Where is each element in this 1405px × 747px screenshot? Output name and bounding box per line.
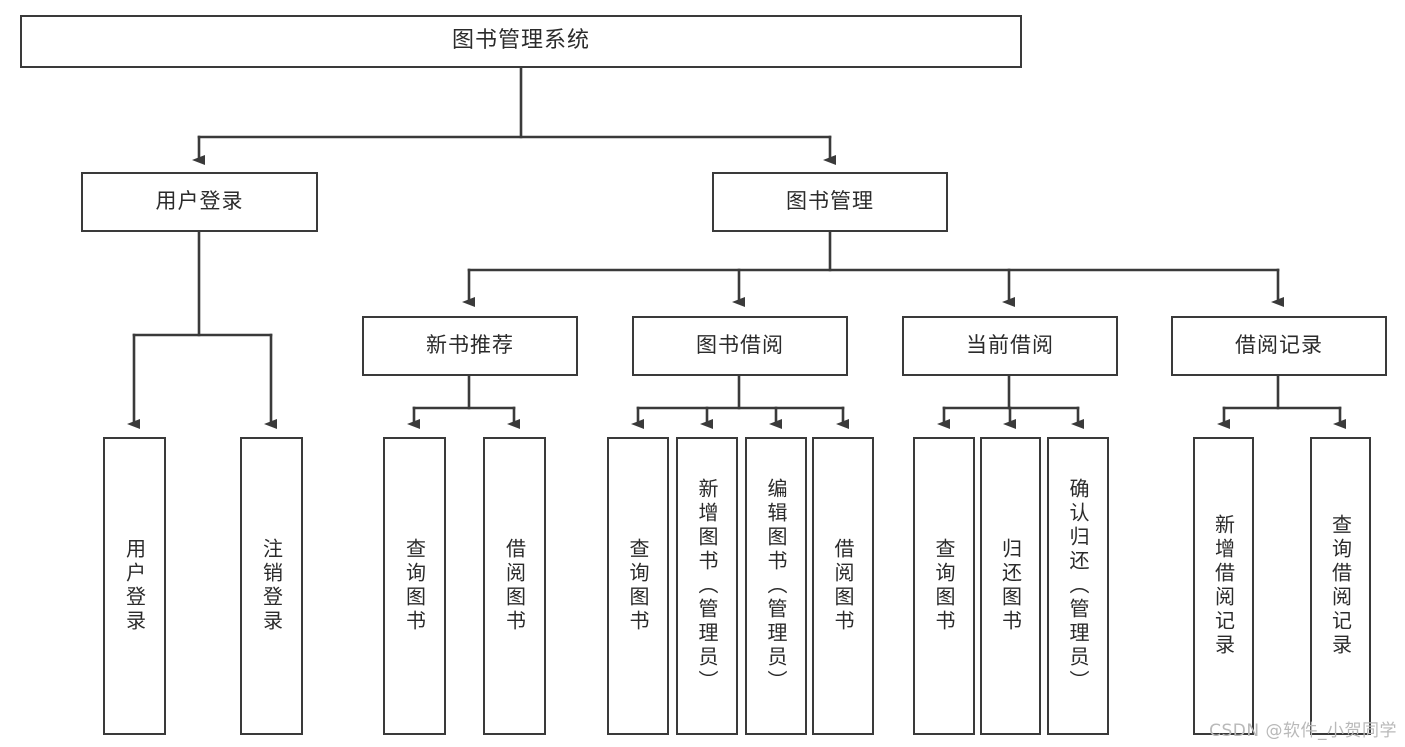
node-user-login[interactable]: 用户登录	[81, 172, 318, 232]
node-label: 借阅图书	[502, 538, 527, 634]
node-leaf-user-login[interactable]: 用户登录	[103, 437, 166, 735]
node-label: 新增借阅记录	[1211, 514, 1236, 658]
node-leaf-query-book-current[interactable]: 查询图书	[913, 437, 975, 735]
node-label: 当前借阅	[966, 333, 1054, 358]
node-label: 归还图书	[998, 538, 1023, 634]
node-label: 注销登录	[259, 538, 284, 634]
node-leaf-query-book-rec[interactable]: 查询图书	[383, 437, 446, 735]
node-leaf-logout[interactable]: 注销登录	[240, 437, 303, 735]
node-leaf-confirm-return-admin[interactable]: 确认归还（管理员）	[1047, 437, 1109, 735]
watermark-text: CSDN @软件_小贺同学	[1209, 721, 1397, 741]
node-leaf-return-book[interactable]: 归还图书	[980, 437, 1041, 735]
node-label: 查询图书	[626, 538, 650, 634]
node-label: 图书管理	[786, 189, 874, 214]
node-label: 图书管理系统	[451, 28, 590, 54]
node-new-book-rec[interactable]: 新书推荐	[362, 316, 578, 376]
node-label: 新书推荐	[426, 333, 514, 358]
node-book-manage[interactable]: 图书管理	[712, 172, 948, 232]
node-label: 确认归还（管理员）	[1066, 478, 1090, 694]
node-leaf-edit-book-admin[interactable]: 编辑图书（管理员）	[745, 437, 807, 735]
node-label: 新增图书（管理员）	[695, 478, 719, 694]
node-label: 用户登录	[122, 538, 147, 634]
node-label: 查询借阅记录	[1328, 514, 1353, 658]
node-label: 图书借阅	[696, 333, 784, 358]
node-current-borrow[interactable]: 当前借阅	[902, 316, 1118, 376]
node-label: 借阅图书	[831, 538, 855, 634]
node-leaf-add-book-admin[interactable]: 新增图书（管理员）	[676, 437, 738, 735]
node-leaf-borrow-book-rec[interactable]: 借阅图书	[483, 437, 546, 735]
node-label: 借阅记录	[1235, 333, 1323, 358]
node-label: 用户登录	[155, 189, 244, 214]
node-leaf-borrow-book[interactable]: 借阅图书	[812, 437, 874, 735]
node-leaf-query-book-borrow[interactable]: 查询图书	[607, 437, 669, 735]
node-book-borrow[interactable]: 图书借阅	[632, 316, 848, 376]
node-label: 查询图书	[402, 538, 427, 634]
node-borrow-record[interactable]: 借阅记录	[1171, 316, 1387, 376]
node-root-book-management-system[interactable]: 图书管理系统	[20, 15, 1022, 68]
node-label: 编辑图书（管理员）	[764, 478, 788, 694]
node-leaf-query-borrow-record[interactable]: 查询借阅记录	[1310, 437, 1371, 735]
node-leaf-add-borrow-record[interactable]: 新增借阅记录	[1193, 437, 1254, 735]
node-label: 查询图书	[932, 538, 956, 634]
